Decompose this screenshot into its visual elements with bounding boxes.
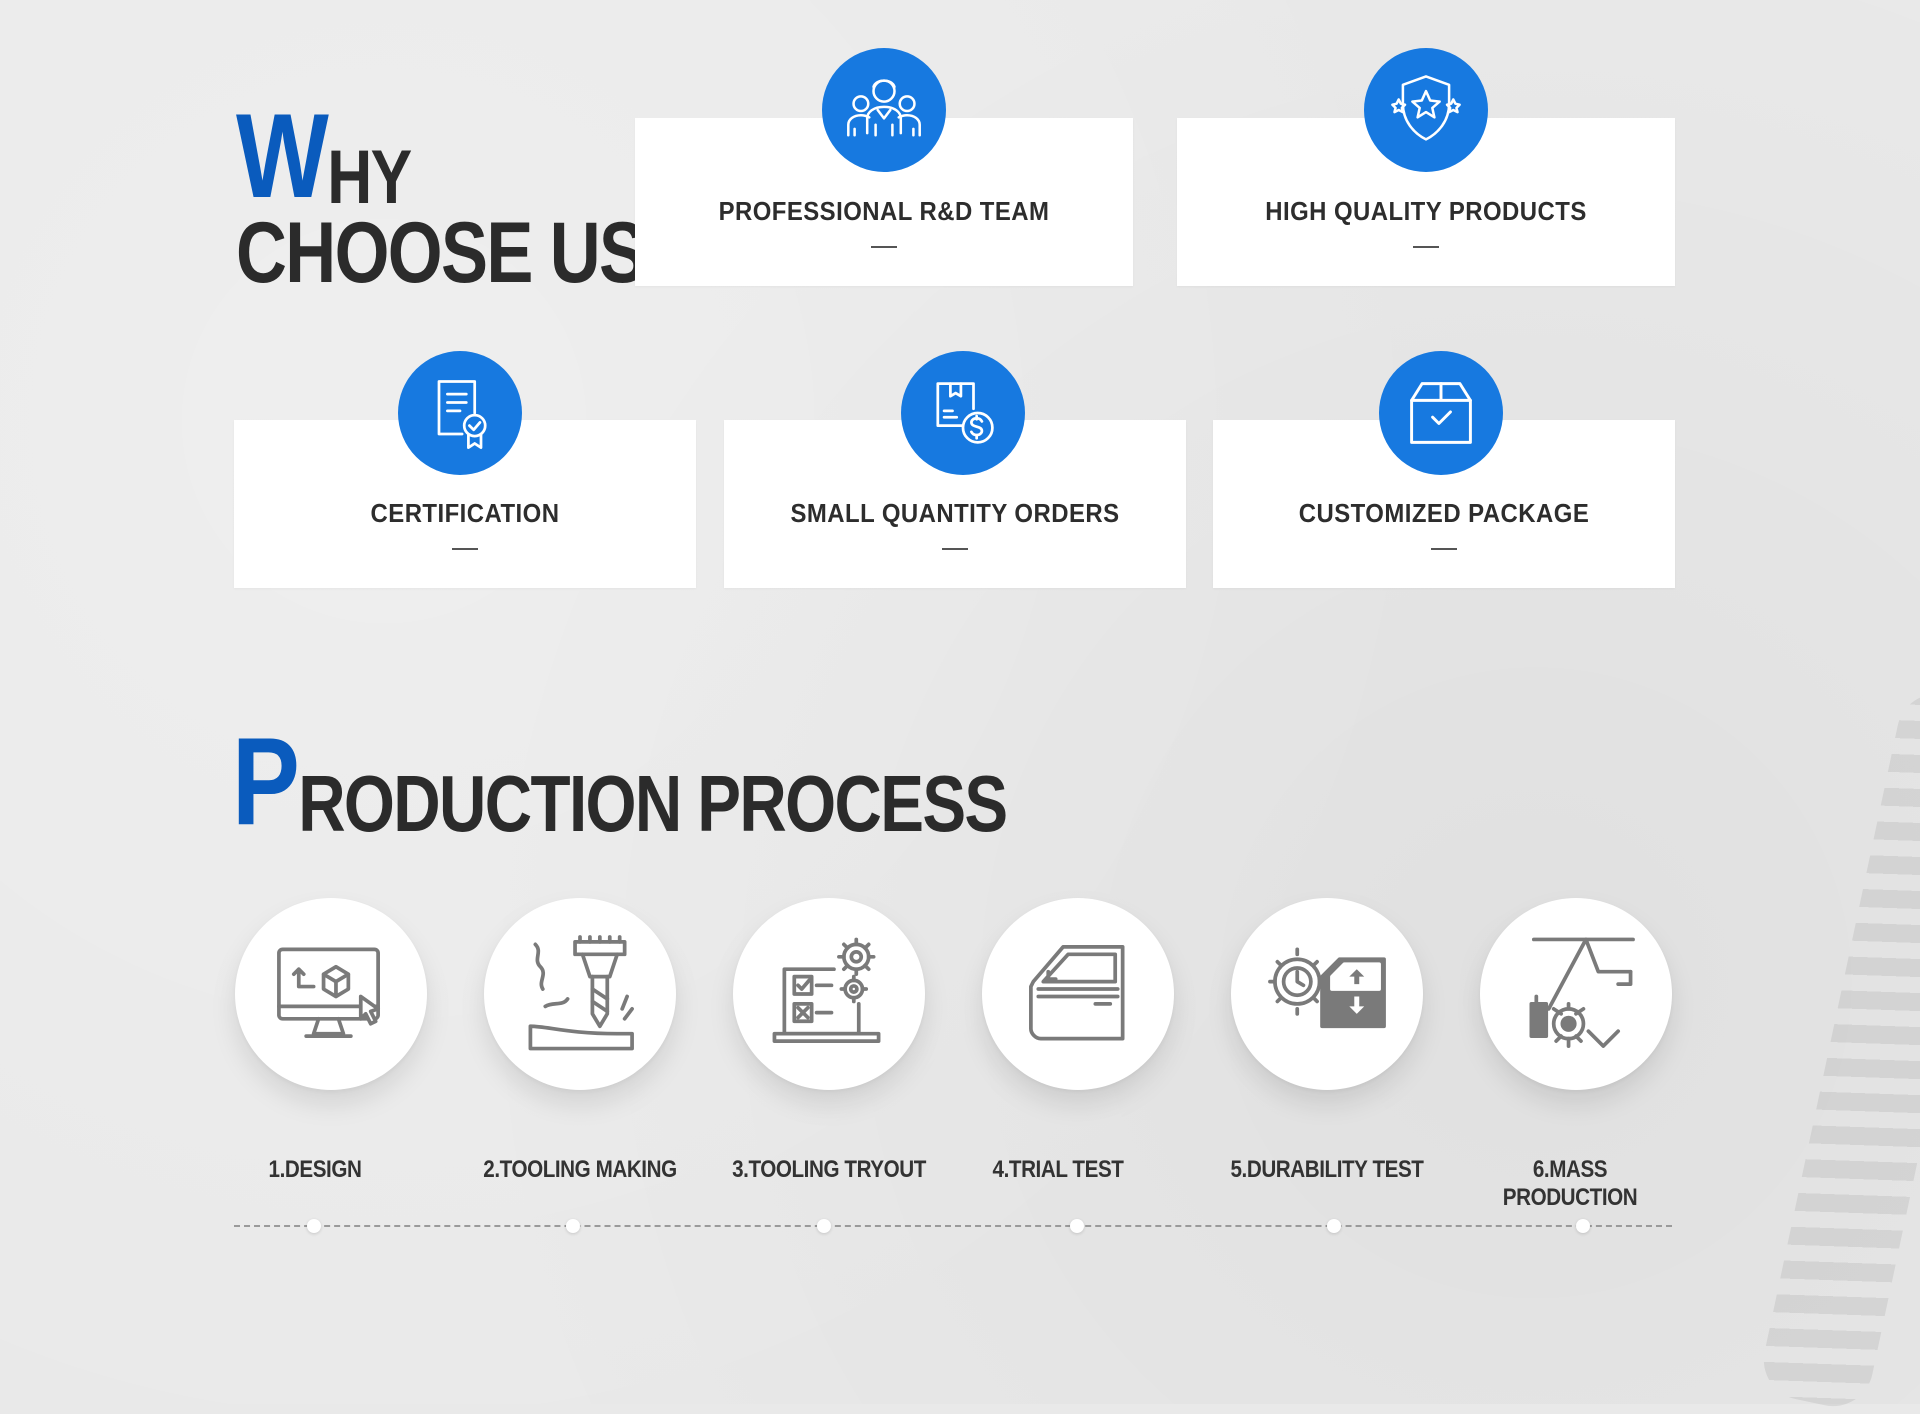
step-durability-test: [1231, 898, 1423, 1090]
timeline-dot: [1070, 1219, 1084, 1233]
step-label-tooling-tryout: 3.TOOLING TRYOUT: [732, 1156, 926, 1183]
team-icon: [822, 48, 946, 172]
step-tooling-making: [484, 898, 676, 1090]
feature-title: CERTIFICATION: [370, 498, 560, 528]
step-label-mass-production: 6.MASS PRODUCTION: [1502, 1156, 1638, 1211]
step-design: [235, 898, 427, 1090]
feature-dash: [452, 548, 478, 550]
milling-tool-icon: [528, 935, 634, 1051]
certificate-icon: [398, 351, 522, 475]
step-mass-production: [1480, 898, 1672, 1090]
box-dollar-icon: [901, 351, 1025, 475]
step-label-tooling-making: 2.TOOLING MAKING: [483, 1156, 677, 1183]
production-machine-icon: [1529, 937, 1635, 1048]
feature-title: HIGH QUALITY PRODUCTS: [1265, 196, 1587, 226]
process-heading-rest: RODUCTION PROCESS: [298, 759, 1008, 848]
feature-title: CUSTOMIZED PACKAGE: [1298, 498, 1590, 528]
feature-dash: [1431, 548, 1457, 550]
why-heading-line1: WHY: [236, 96, 412, 216]
package-check-icon: [1379, 351, 1503, 475]
timeline-dot: [307, 1219, 321, 1233]
why-heading-rest: HY: [327, 135, 412, 220]
feature-card-custom-package: CUSTOMIZED PACKAGE: [1213, 420, 1675, 588]
why-heading-line2: CHOOSE US: [236, 205, 646, 301]
step-label-design: 1.DESIGN: [268, 1156, 362, 1183]
feature-title: SMALL QUANTITY ORDERS: [790, 498, 1120, 528]
feature-dash: [1413, 246, 1439, 248]
timeline-dot: [1327, 1219, 1341, 1233]
window-durability-icon: [1268, 947, 1386, 1029]
feature-card-rd-team: PROFESSIONAL R&D TEAM: [635, 118, 1133, 286]
process-heading-initial: P: [232, 713, 300, 851]
feature-title: PROFESSIONAL R&D TEAM: [718, 196, 1050, 226]
step-tooling-tryout: [733, 898, 925, 1090]
timeline-dot: [566, 1219, 580, 1233]
car-door-icon: [1029, 945, 1125, 1041]
timeline-dot: [1576, 1219, 1590, 1233]
step-trial-test: [982, 898, 1174, 1090]
process-heading: PRODUCTION PROCESS: [232, 720, 1008, 844]
process-timeline: [234, 1225, 1672, 1227]
quality-shield-icon: [1364, 48, 1488, 172]
step-label-trial-test: 4.TRIAL TEST: [992, 1156, 1124, 1183]
feature-dash: [871, 246, 897, 248]
design-monitor-icon: [277, 947, 380, 1039]
why-heading-initial: W: [236, 89, 329, 223]
tryout-checklist-icon: [772, 937, 881, 1043]
feature-dash: [942, 548, 968, 550]
step-label-durability-test: 5.DURABILITY TEST: [1230, 1156, 1424, 1183]
timeline-dot: [817, 1219, 831, 1233]
